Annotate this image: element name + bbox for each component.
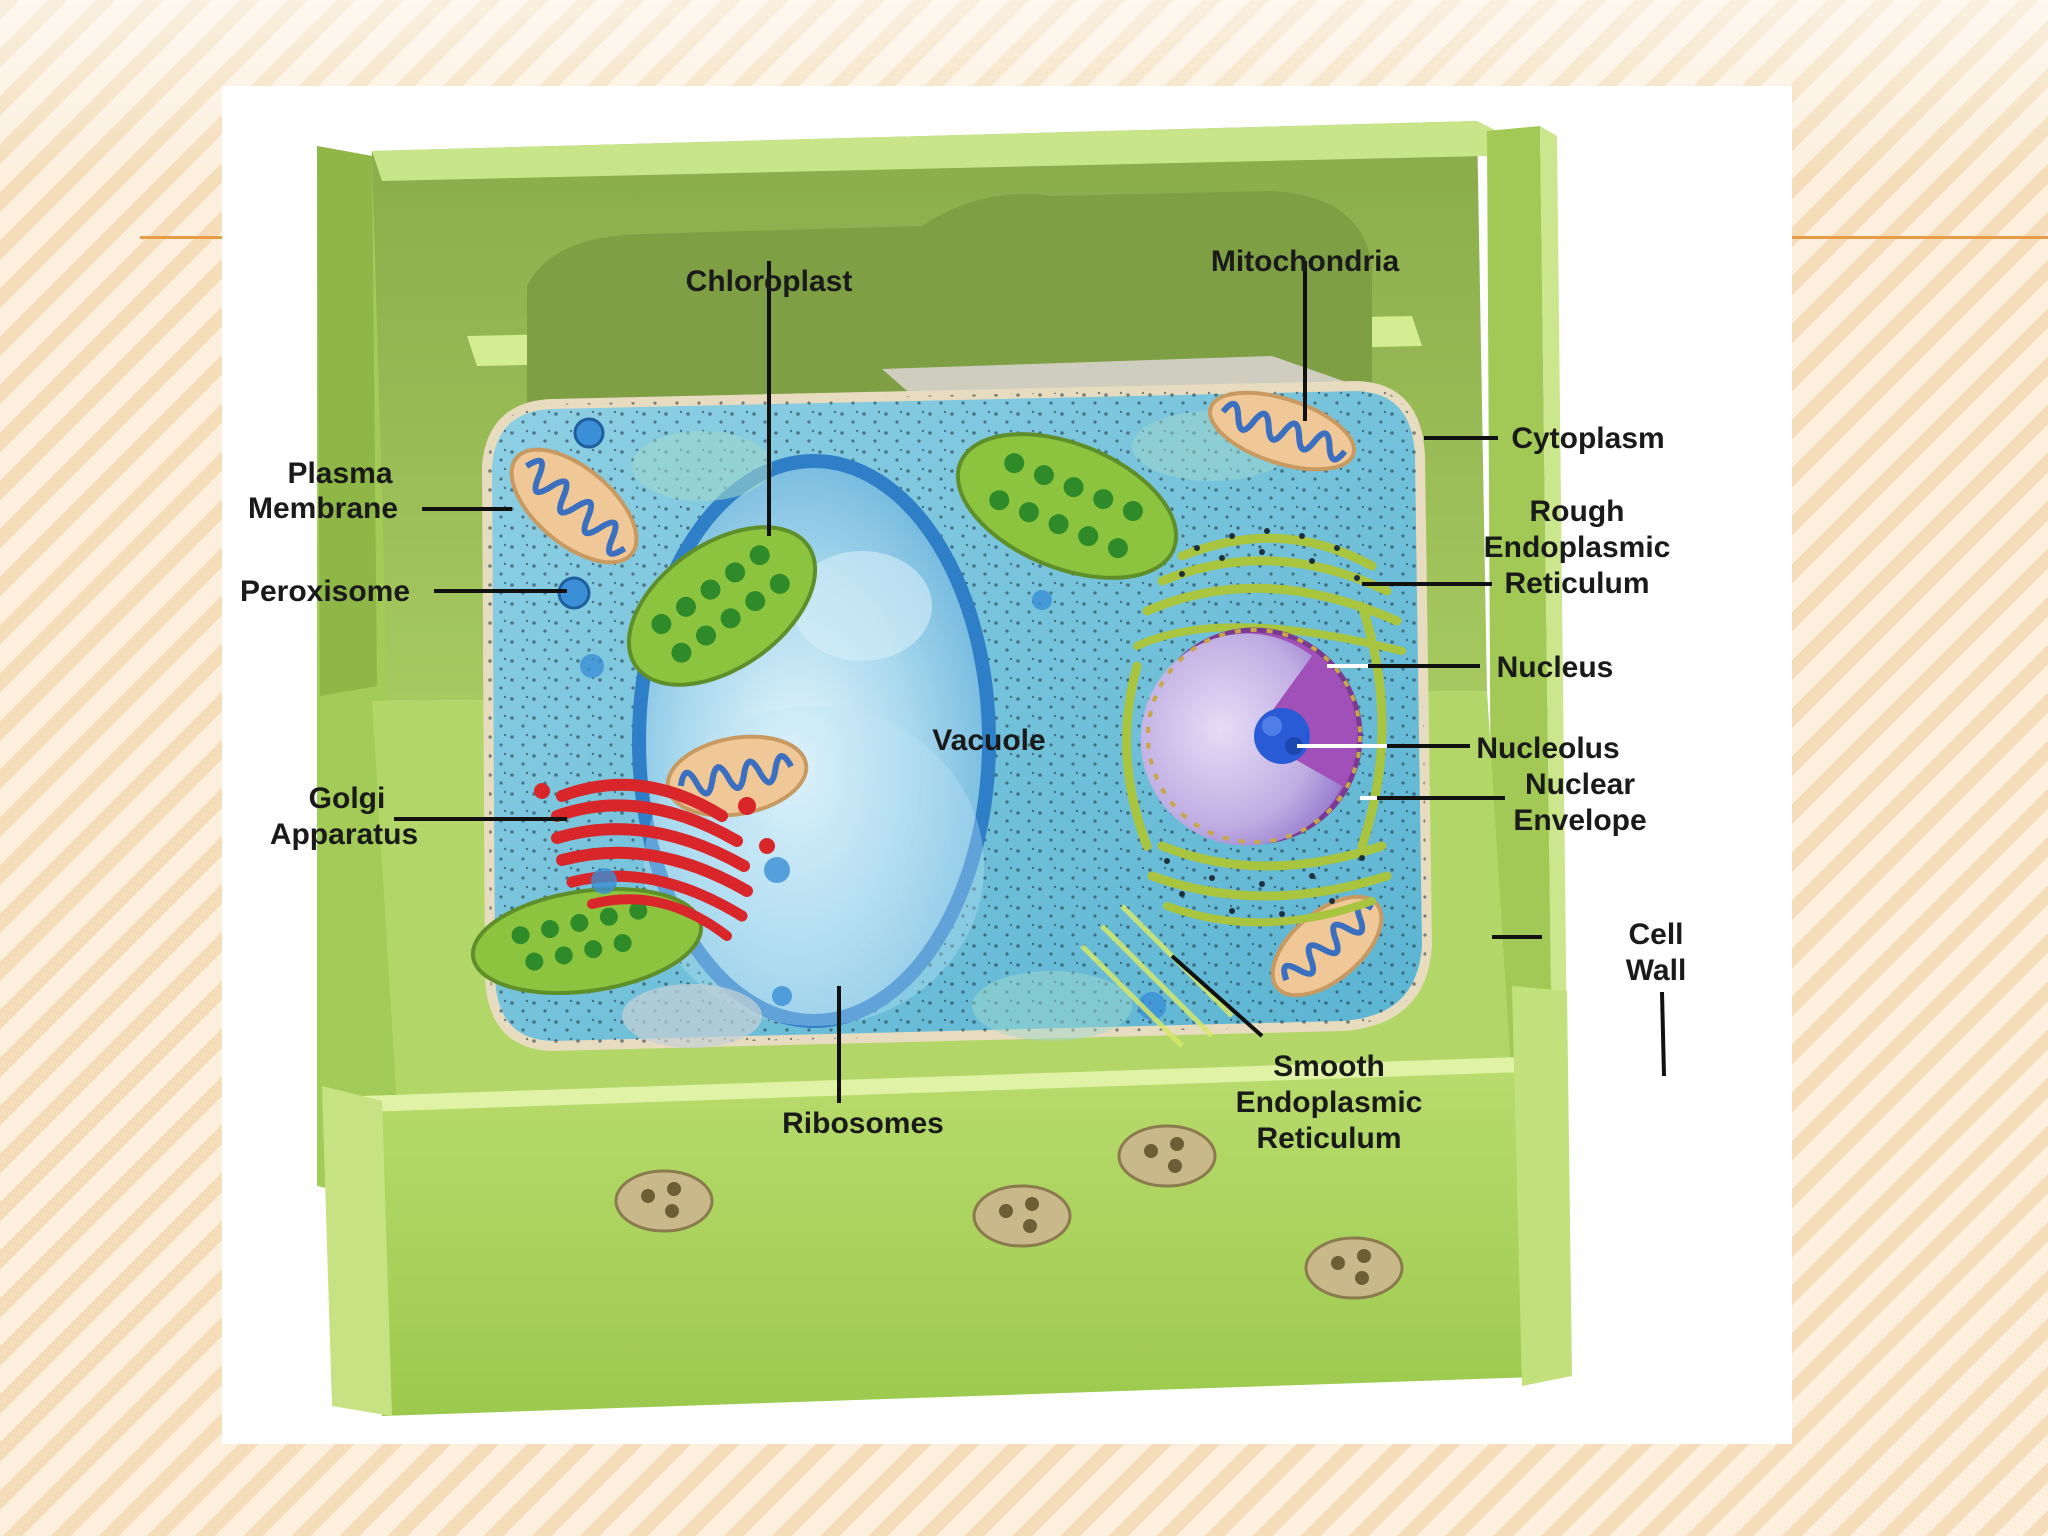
label-ribosomes: Ribosomes <box>782 1107 944 1140</box>
label-smooth-er-line3: Reticulum <box>1256 1122 1401 1155</box>
chloroplast-3 <box>470 886 704 996</box>
er-ribosome-dots <box>1164 528 1365 917</box>
chloroplast-1 <box>626 525 818 687</box>
label-rough-er-line2: Endoplasmic <box>1484 531 1671 564</box>
cell-wall-right <box>1487 126 1552 1086</box>
mitochondrion-1 <box>509 447 639 565</box>
mitochondrion-2 <box>1207 390 1357 472</box>
label-nucleus: Nucleus <box>1497 651 1614 684</box>
label-cytoplasm: Cytoplasm <box>1511 422 1664 455</box>
accent-line-right <box>1792 236 2048 239</box>
labels: Chloroplast Mitochondria Cytoplasm Plasm… <box>240 245 1686 1155</box>
label-rough-er-line3: Reticulum <box>1504 567 1649 600</box>
golgi-apparatus <box>534 778 775 941</box>
plasmodesma <box>972 1184 1072 1248</box>
chloroplast-2 <box>955 432 1179 580</box>
label-vacuole: Vacuole <box>932 724 1045 757</box>
label-plasma-membrane-line1: Plasma <box>287 457 392 490</box>
plasmodesmata <box>614 1124 1404 1300</box>
label-peroxisome: Peroxisome <box>240 575 410 608</box>
label-mitochondria: Mitochondria <box>1211 245 1400 278</box>
nucleolus <box>1254 708 1310 764</box>
label-rough-er-line1: Rough <box>1530 495 1625 528</box>
label-smooth-er-line1: Smooth <box>1273 1050 1385 1083</box>
plasmodesma <box>1304 1236 1404 1300</box>
label-cell-wall-line2: Wall <box>1626 954 1687 987</box>
faded-organelle <box>622 984 762 1048</box>
leader-smooth-er <box>1170 954 1264 1038</box>
plasmodesma <box>1117 1124 1217 1188</box>
label-plasma-membrane-line2: Membrane <box>248 492 398 525</box>
faded-organelle <box>972 971 1132 1041</box>
plasmodesma <box>614 1169 714 1233</box>
label-chloroplast: Chloroplast <box>686 265 853 298</box>
cell-wall-front <box>362 1056 1567 1416</box>
label-cell-wall-line1: Cell <box>1628 918 1683 951</box>
label-golgi-line2: Apparatus <box>270 818 418 851</box>
plant-cell-diagram: Chloroplast Mitochondria Cytoplasm Plasm… <box>240 121 1686 1416</box>
label-nuclear-envelope-line1: Nuclear <box>1525 768 1635 801</box>
faded-organelle <box>632 431 772 501</box>
accent-line-left <box>140 236 222 239</box>
label-golgi-line1: Golgi <box>309 782 386 815</box>
peroxisomes <box>557 417 1166 1020</box>
leader-cell-wall-stub <box>1660 991 1666 1077</box>
label-nucleolus: Nucleolus <box>1476 732 1619 765</box>
label-smooth-er-line2: Endoplasmic <box>1236 1086 1423 1119</box>
leader-lines <box>394 261 1666 1103</box>
plant-cell-figure: Chloroplast Mitochondria Cytoplasm Plasm… <box>222 86 1792 1444</box>
label-nuclear-envelope-line2: Envelope <box>1513 804 1646 837</box>
